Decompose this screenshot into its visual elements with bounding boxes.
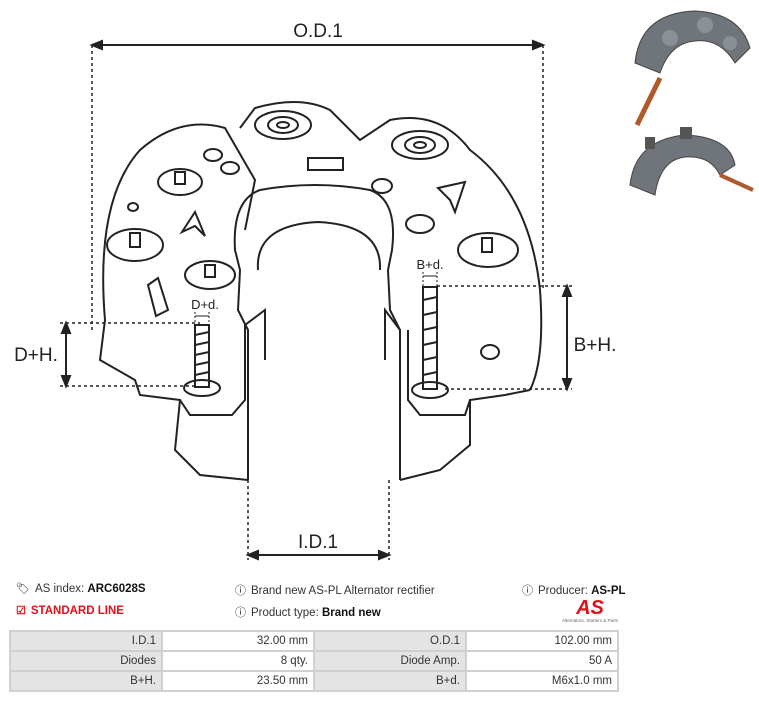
tags-icon: 🏷︎ [16,583,30,595]
b-terminal-screw [411,286,449,399]
rectifier-photo-bottom [629,127,754,196]
bh-dimension: B+H. [437,283,617,392]
d-terminal-screw [183,324,221,397]
id-label: I.D.1 [298,532,338,553]
spec-value: 102.00 mm [465,630,619,652]
rectifier-photo-top [634,10,751,127]
dd-label: D+d. [191,297,219,312]
info-icon: ⓘ [235,585,246,597]
info-icon: ⓘ [235,607,246,619]
spec-value: 50 A [465,650,619,672]
id-dimension: I.D.1 [245,480,392,561]
checkbox-icon: ☑ [16,605,26,617]
dd-dimension: D+d. [191,297,219,325]
bd-label: B+d. [416,257,443,272]
bh-label: B+H. [574,335,617,356]
spec-value: M6x1.0 mm [465,670,619,692]
product-type-value: Brand new [321,607,381,619]
dh-label: D+H. [14,345,58,366]
standard-line-badge: ☑STANDARD LINE [16,605,124,617]
spec-value: 23.50 mm [161,670,315,692]
as-index: 🏷︎AS index: ARC6028S [16,583,146,595]
info-icon: ⓘ [522,585,533,597]
dh-dimension: D+H. [14,320,200,389]
spec-label: I.D.1 [9,630,163,652]
spec-label: O.D.1 [313,630,467,652]
bd-dimension: B+d. [416,257,444,287]
spec-label: B+d. [313,670,467,692]
producer-value: AS-PL [591,585,626,597]
spec-value: 32.00 mm [161,630,315,652]
spec-label: Diodes [9,650,163,672]
od-label: O.D.1 [293,21,343,42]
od-dimension: O.D.1 [89,21,546,330]
rectifier-body [98,100,543,481]
as-pl-logo: AS Alternators, Starters & Parts [561,597,619,623]
spec-value: 8 qty. [161,650,315,672]
spec-label: B+H. [9,670,163,692]
rectifier-dimension-diagram: O.D.1 D+H. [14,21,617,561]
as-index-value: ARC6028S [87,583,146,595]
spec-label: Diode Amp. [313,650,467,672]
